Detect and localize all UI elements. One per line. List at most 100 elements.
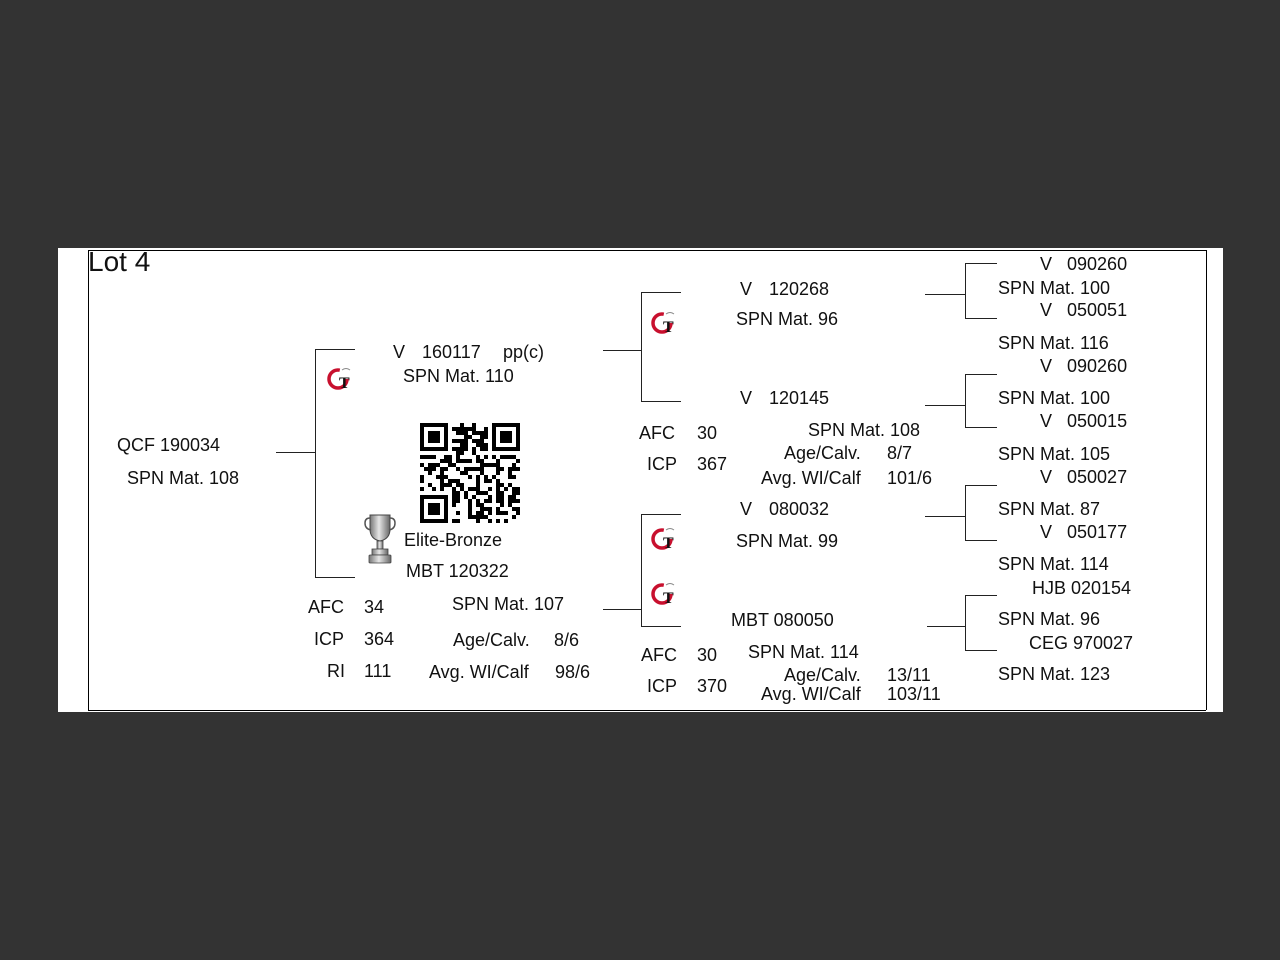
connector	[927, 626, 965, 627]
gen3-id: V 050177	[1040, 522, 1128, 542]
connector	[641, 626, 681, 627]
sd-spn: SPN Mat. 108	[808, 420, 921, 440]
svg-text:T: T	[663, 319, 674, 336]
animal-id: QCF 190034	[117, 435, 221, 455]
connector	[641, 514, 642, 626]
gen3-spn: SPN Mat. 96	[998, 609, 1101, 629]
gt-logo-icon: T	[651, 528, 675, 552]
sire-afc: 34	[364, 597, 385, 617]
gt-logo-icon: T	[651, 583, 675, 607]
dam-id: MBT 120322	[406, 561, 509, 581]
connector	[315, 349, 316, 578]
dd-age-label: Age/Calv.	[784, 665, 861, 685]
gen3-id: CEG 970027	[1029, 633, 1134, 653]
sd-id: V	[740, 388, 753, 408]
connector	[965, 485, 966, 540]
connector	[603, 350, 641, 351]
sire-afc-label: AFC	[308, 597, 344, 617]
bottom-border	[88, 710, 1206, 711]
gen3-id: V 090260	[1040, 356, 1128, 376]
gt-logo-icon: T	[651, 312, 675, 336]
gen3-id: V 050051	[1040, 300, 1128, 320]
connector	[965, 374, 966, 427]
sire-polled: pp(c)	[503, 342, 545, 362]
ds-number: 080032	[769, 499, 830, 519]
animal-spn: SPN Mat. 108	[127, 468, 240, 488]
gen3-spn: SPN Mat. 116	[998, 333, 1109, 353]
svg-text:T: T	[663, 590, 674, 607]
qr-code-icon	[420, 423, 520, 523]
connector	[965, 540, 997, 541]
svg-text:T: T	[663, 535, 674, 552]
lot-number: Lot 4	[88, 246, 151, 277]
connector	[965, 595, 966, 650]
gen3-id: V 050015	[1040, 411, 1128, 431]
dd-wi: 103/11	[887, 684, 941, 704]
right-border	[1206, 250, 1207, 710]
gen3-spn: SPN Mat. 87	[998, 499, 1101, 519]
gen3-id: V 090260	[1040, 254, 1128, 274]
gen3-spn: SPN Mat. 100	[998, 388, 1111, 408]
svg-text:T: T	[339, 375, 350, 392]
connector	[603, 609, 641, 610]
dam-spn: SPN Mat. 107	[452, 594, 565, 614]
dd-icp: 370	[697, 676, 728, 696]
dd-age: 13/11	[887, 665, 931, 685]
sire-number: 160117	[422, 342, 481, 362]
connector	[965, 263, 966, 318]
sd-icp: 367	[697, 454, 728, 474]
sire-id: V	[393, 342, 406, 362]
gen3-spn: SPN Mat. 100	[998, 278, 1111, 298]
sire-ri-label: RI	[327, 661, 345, 681]
dd-afc-label: AFC	[641, 645, 677, 665]
ss-number: 120268	[769, 279, 830, 299]
sd-afc: 30	[697, 423, 718, 443]
dd-spn: SPN Mat. 114	[748, 642, 859, 662]
connector	[925, 516, 965, 517]
dd-afc: 30	[697, 645, 718, 665]
top-border	[88, 250, 1206, 251]
sd-age-label: Age/Calv.	[784, 443, 861, 463]
sd-age: 8/7	[887, 443, 913, 463]
connector	[965, 485, 997, 486]
sire-icp-label: ICP	[314, 629, 345, 649]
sire-spn: SPN Mat. 110	[403, 366, 514, 386]
sd-wi: 101/6	[887, 468, 933, 488]
left-border	[88, 250, 89, 710]
gt-logo-icon: T	[327, 368, 351, 392]
connector	[925, 405, 965, 406]
gen3-spn: SPN Mat. 105	[998, 444, 1111, 464]
connector	[965, 595, 997, 596]
sd-icp-label: ICP	[647, 454, 678, 474]
connector	[965, 374, 997, 375]
connector	[641, 292, 642, 401]
dd-icp-label: ICP	[647, 676, 678, 696]
gen3-spn: SPN Mat. 123	[998, 664, 1111, 684]
connector	[965, 650, 997, 651]
sd-afc-label: AFC	[639, 423, 675, 443]
ss-id: V	[740, 279, 753, 299]
dam-wi-label: Avg. WI/Calf	[429, 662, 529, 682]
connector	[315, 577, 355, 578]
sd-wi-label: Avg. WI/Calf	[761, 468, 861, 488]
sd-number: 120145	[769, 388, 830, 408]
dam-wi: 98/6	[555, 662, 591, 682]
gen3-id: HJB 020154	[1032, 578, 1132, 598]
pedigree-card: Lot 4 QCF 190034 SPN Mat. 108 T V 160117…	[58, 246, 1223, 712]
connector	[965, 427, 997, 428]
connector	[641, 401, 681, 402]
ss-spn: SPN Mat. 96	[736, 309, 839, 329]
connector	[965, 263, 997, 264]
connector	[641, 292, 681, 293]
connector	[315, 349, 355, 350]
sire-ri: 111	[364, 661, 392, 681]
award-label: Elite-Bronze	[404, 530, 503, 550]
connector	[925, 294, 965, 295]
connector	[965, 318, 997, 319]
sire-icp: 364	[364, 629, 395, 649]
dam-age-label: Age/Calv.	[453, 630, 530, 650]
ds-id: V	[740, 499, 753, 519]
connector	[276, 452, 316, 453]
gen3-spn: SPN Mat. 114	[998, 554, 1109, 574]
gen3-id: V 050027	[1040, 467, 1128, 487]
